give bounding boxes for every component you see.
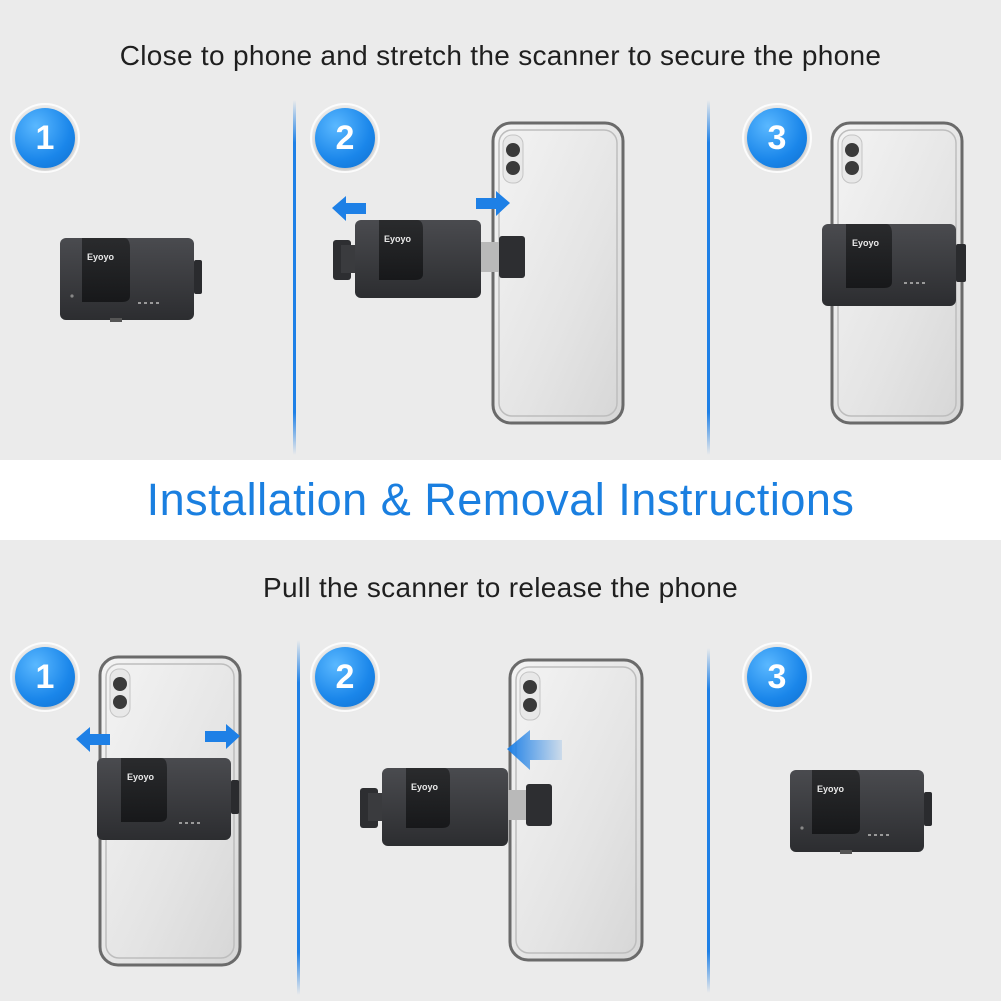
step-divider-3 — [297, 640, 300, 995]
scanner-device-icon: Eyoyo — [360, 768, 552, 846]
step-badge-2: 2 — [310, 103, 380, 173]
step-badge-2: 2 — [310, 642, 380, 712]
step-divider-1 — [293, 100, 296, 455]
removal-illustrations: Eyoyo Eyoyo — [76, 655, 932, 967]
push-arrow-icon — [507, 730, 562, 770]
scanner-device-icon: Eyoyo — [60, 238, 202, 322]
svg-text:Eyoyo: Eyoyo — [817, 784, 845, 794]
scanner-device-icon: Eyoyo — [333, 220, 525, 298]
arrow-left-icon — [332, 196, 366, 221]
removal-panel: Pull the scanner to release the phone 1 … — [0, 540, 1001, 1001]
step-divider-2 — [707, 100, 710, 455]
installation-caption: Close to phone and stretch the scanner t… — [119, 40, 882, 71]
svg-text:Eyoyo: Eyoyo — [384, 234, 412, 244]
scanner-device-icon: Eyoyo — [790, 770, 932, 854]
installation-panel: Close to phone and stretch the scanner t… — [0, 0, 1001, 460]
step-badge-3: 3 — [742, 642, 812, 712]
page-title: Installation & Removal Instructions — [146, 474, 855, 525]
svg-text:Eyoyo: Eyoyo — [852, 238, 880, 248]
scanner-device-icon: Eyoyo — [822, 224, 966, 306]
svg-text:Eyoyo: Eyoyo — [411, 782, 439, 792]
brand-label: Eyoyo — [87, 252, 115, 262]
arrow-left-icon — [76, 727, 110, 752]
step-badge-1: 1 — [10, 103, 80, 173]
arrow-right-icon — [205, 724, 240, 749]
step-badge-1: 1 — [10, 642, 80, 712]
scanner-device-icon: Eyoyo — [97, 758, 239, 840]
arrow-right-icon — [476, 191, 510, 216]
step-badge-3: 3 — [742, 103, 812, 173]
step-divider-4 — [707, 648, 710, 993]
title-banner: Installation & Removal Instructions — [0, 460, 1001, 540]
svg-text:Eyoyo: Eyoyo — [127, 772, 155, 782]
removal-caption: Pull the scanner to release the phone — [263, 572, 738, 603]
installation-illustrations: Eyoyo Eyoyo — [60, 121, 966, 425]
